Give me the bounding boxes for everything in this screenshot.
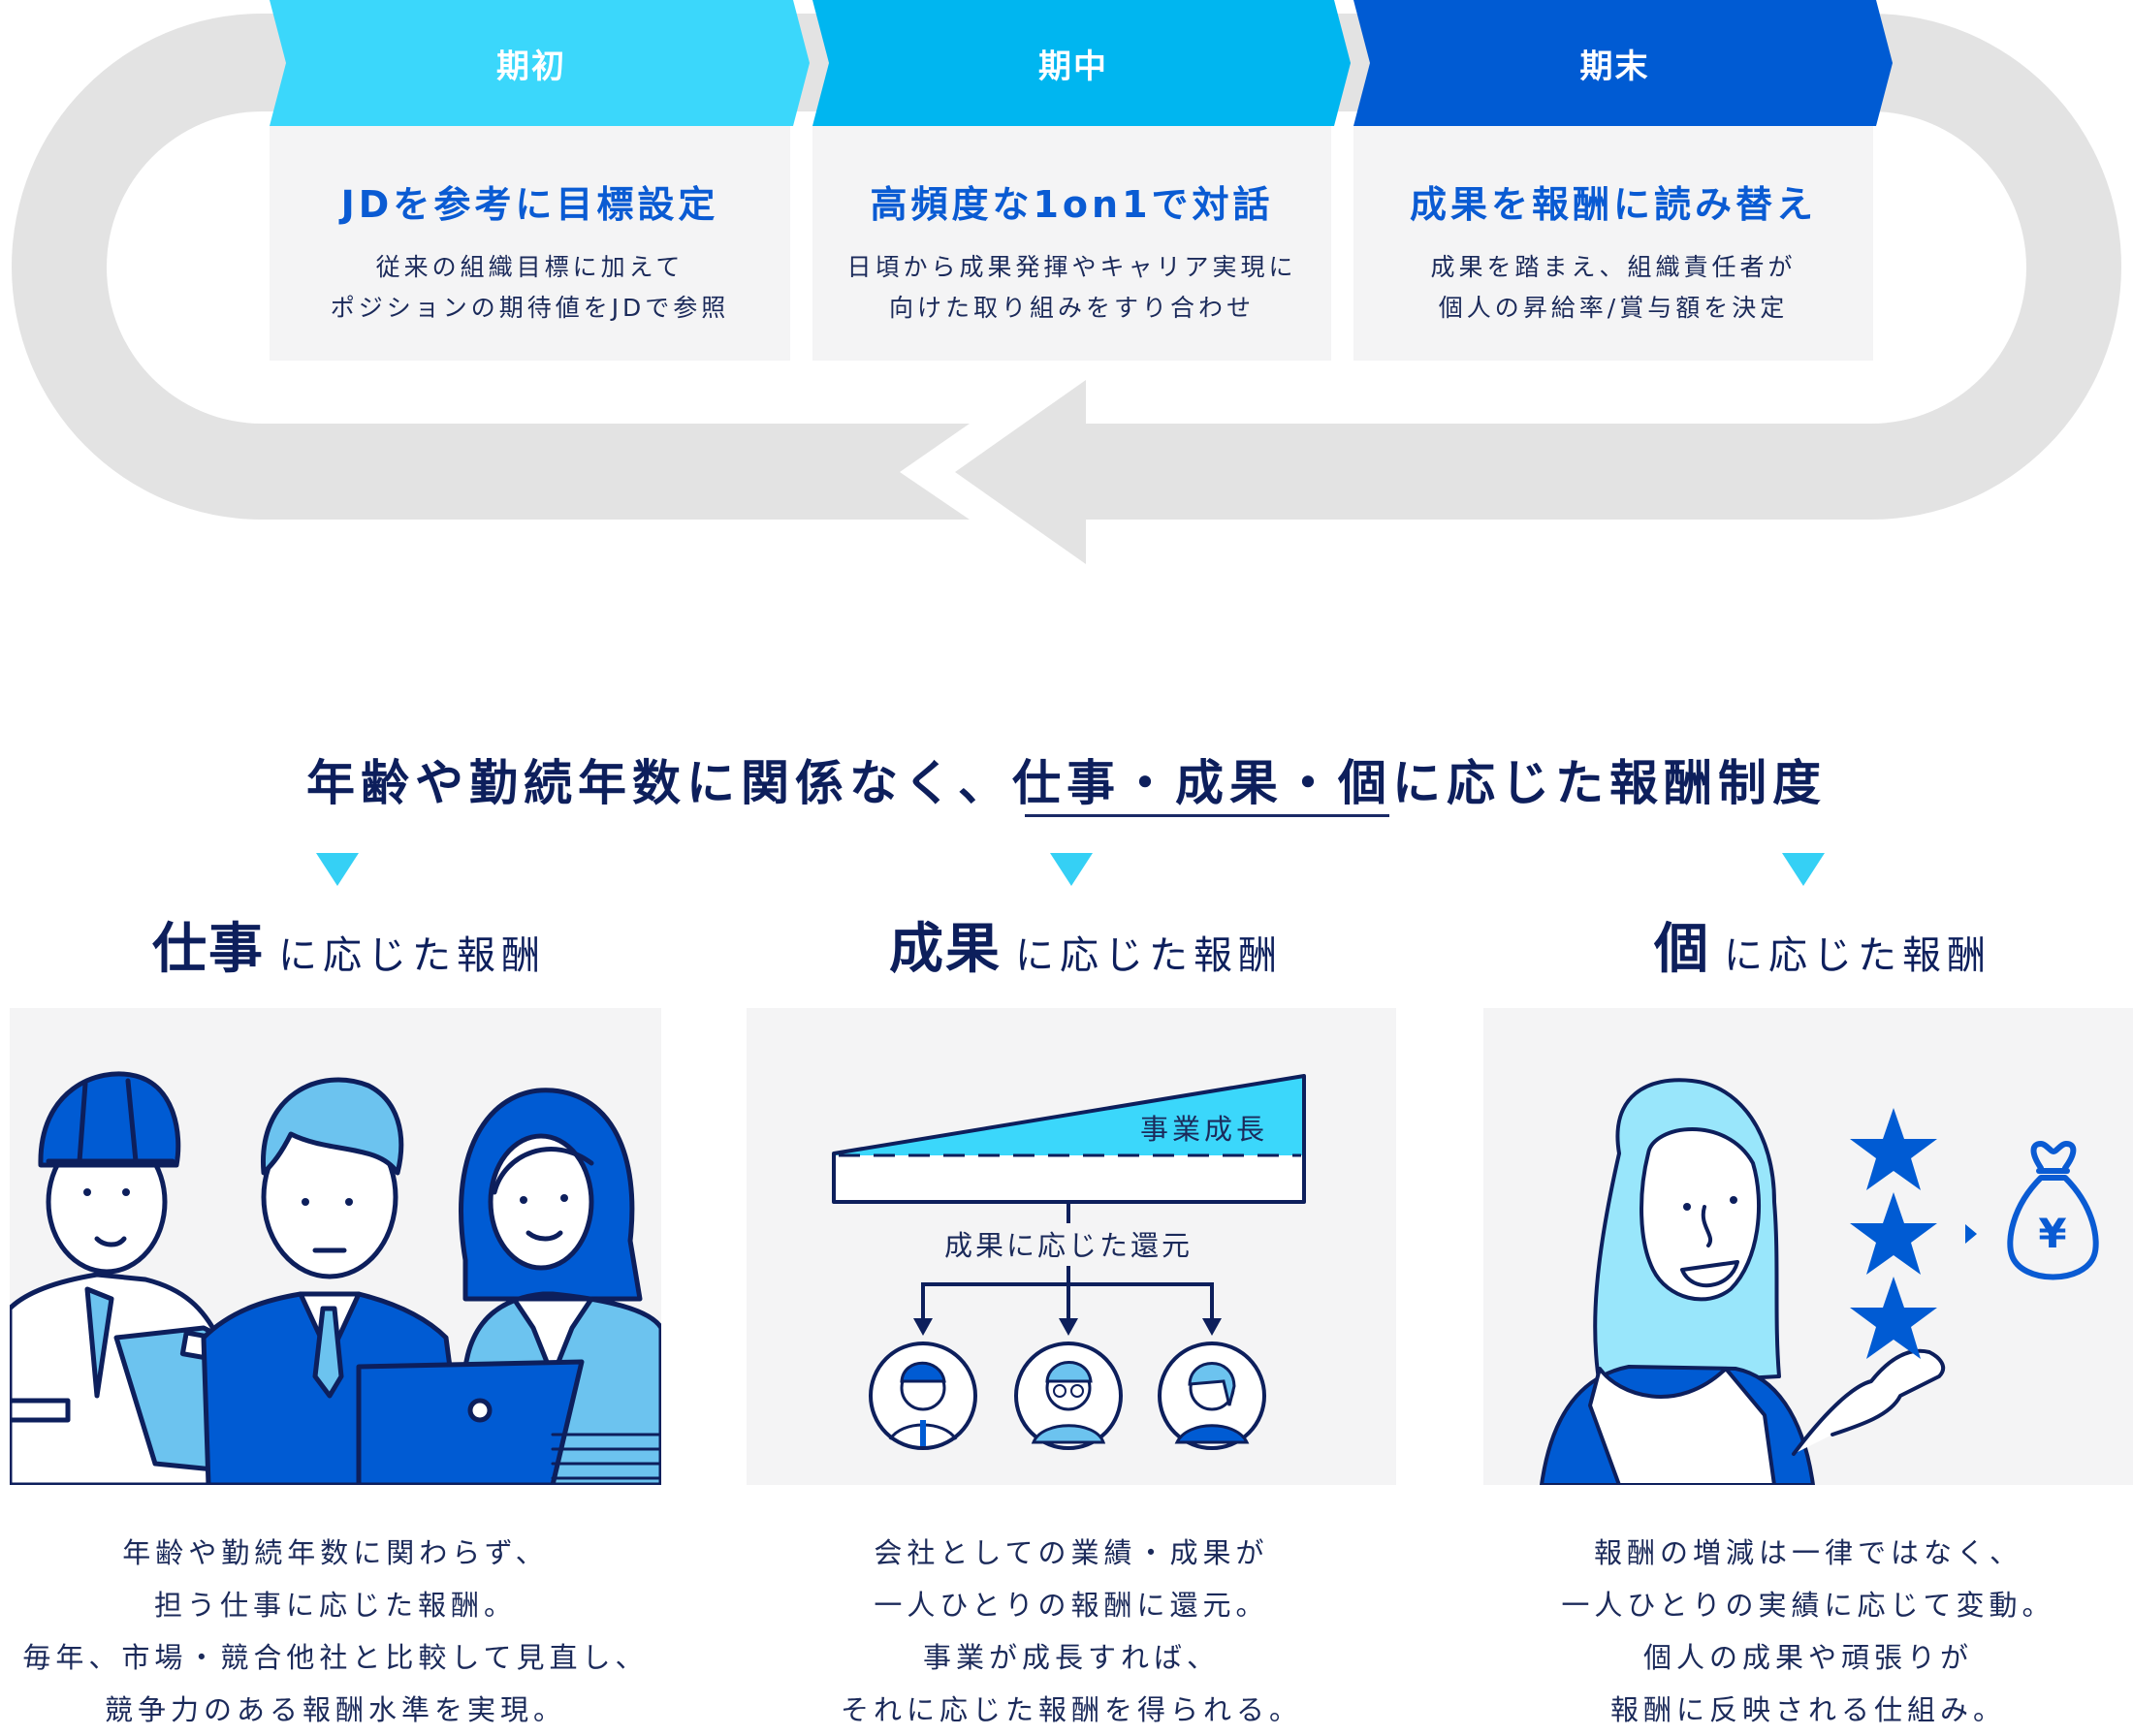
stage-description-line: 従来の組織目標に加えて <box>375 253 684 281</box>
headline-emphasis: 仕事・成果・個 <box>1012 755 1392 811</box>
star-icon <box>1850 1277 1937 1359</box>
section-title-job: 仕事 に応じた報酬 <box>10 916 688 984</box>
headline-suffix: に応じた報酬制度 <box>1392 755 1827 811</box>
body-line: 会社としての業績・成果が <box>874 1536 1269 1569</box>
businessman-figure <box>201 1077 468 1485</box>
stage-description: 成果を踏まえ、組織責任者が 個人の昇給率/賞与額を決定 <box>1353 247 1873 329</box>
body-line: 報酬に反映される仕組み。 <box>1609 1693 2006 1726</box>
section-title-strong: 仕事 <box>152 918 265 981</box>
stage-description-line: 成果を踏まえ、組織責任者が <box>1430 253 1797 281</box>
stage-description-line: 向けた取り組みをすり合わせ <box>888 294 1255 322</box>
section-body-results: 会社としての業績・成果が 一人ひとりの報酬に還元。 事業が成長すれば、 それに応… <box>747 1527 1396 1736</box>
stage-description-line: 日頃から成果発揮やキャリア実現に <box>846 253 1297 281</box>
stage-card-mid: 高頻度な1on1で対話 日頃から成果発揮やキャリア実現に 向けた取り組みをすり合… <box>812 126 1331 361</box>
headline-underline <box>1025 814 1389 817</box>
stage-description: 日頃から成果発揮やキャリア実現に 向けた取り組みをすり合わせ <box>812 247 1331 329</box>
stage-title: 高頻度な1on1で対話 <box>870 183 1274 226</box>
loop-band-shape <box>12 14 2121 564</box>
woman-stars-moneybag-illustration: ¥ <box>1540 1078 2099 1485</box>
laptop-icon <box>356 1359 585 1485</box>
stage-label-mid: 期中 <box>1038 47 1108 86</box>
body-line: 一人ひとりの実績に応じて変動。 <box>1561 1589 2055 1622</box>
return-label: 成果に応じた還元 <box>944 1229 1193 1262</box>
base-bar <box>834 1155 1304 1202</box>
arrow-right-icon <box>1965 1224 1977 1244</box>
stage-title: 成果を報酬に読み替え <box>1409 183 1817 226</box>
cycle-loop-band <box>12 14 2121 564</box>
body-line: 事業が成長すれば、 <box>922 1641 1220 1674</box>
body-line: 毎年、市場・競合他社と比較して見直し、 <box>22 1641 649 1674</box>
body-line: 個人の成果や頑張りが <box>1642 1641 1973 1674</box>
body-line: 報酬の増減は一律ではなく、 <box>1593 1536 2022 1569</box>
chevron-shape-end <box>1353 0 1893 126</box>
growth-label: 事業成長 <box>1140 1113 1268 1146</box>
chevron-row <box>270 0 1893 126</box>
body-line: 競争力のある報酬水準を実現。 <box>104 1693 566 1726</box>
star-icon <box>1850 1108 1937 1190</box>
section-title-rest: に応じた報酬 <box>278 933 546 978</box>
chevron-shape-mid <box>812 0 1351 126</box>
down-triangle-icon <box>1782 853 1825 886</box>
money-bag-icon <box>2007 1141 2099 1280</box>
stage-card-start: JDを参考に目標設定 従来の組織目標に加えて ポジションの期待値をJDで参照 <box>270 126 790 361</box>
stage-card-end: 成果を報酬に読み替え 成果を踏まえ、組織責任者が 個人の昇給率/賞与額を決定 <box>1353 126 1873 361</box>
stage-label-end: 期末 <box>1579 47 1650 86</box>
body-line: 一人ひとりの報酬に還元。 <box>874 1589 1269 1622</box>
star-icon <box>1850 1192 1937 1275</box>
construction-worker-figure <box>10 1071 303 1485</box>
section-title-strong: 成果 <box>889 918 1002 981</box>
down-triangle-icon <box>1050 853 1093 886</box>
avatar-man-tie <box>869 1341 977 1450</box>
body-line: 年齢や勤続年数に関わらず、 <box>122 1536 549 1569</box>
stage-title: JDを参考に目標設定 <box>340 183 719 226</box>
body-line: それに応じた報酬を得られる。 <box>840 1693 1302 1726</box>
panel-individual-illustration: ¥ <box>1483 1008 2133 1485</box>
panel-results-diagram: 事業成長 成果に応じた還元 <box>747 1008 1396 1485</box>
down-triangle-icon <box>316 853 359 886</box>
section-body-individual: 報酬の増減は一律ではなく、 一人ひとりの実績に応じて変動。 個人の成果や頑張りが… <box>1483 1527 2133 1736</box>
rating-stars <box>1850 1108 1937 1359</box>
section-title-rest: に応じた報酬 <box>1015 933 1283 978</box>
section-body-job: 年齢や勤続年数に関わらず、 担う仕事に応じた報酬。 毎年、市場・競合他社と比較し… <box>10 1527 661 1736</box>
section-title-results: 成果 に応じた報酬 <box>747 916 1425 984</box>
stage-label-start: 期初 <box>496 47 566 86</box>
chevron-shape-start <box>270 0 810 126</box>
section-title-rest: に応じた報酬 <box>1724 933 1991 978</box>
avatar-man-glasses <box>1014 1341 1123 1450</box>
panel-job-illustration <box>10 1008 661 1485</box>
paper-stack-icon <box>551 1433 661 1480</box>
stage-description-line: 個人の昇給率/賞与額を決定 <box>1438 294 1789 322</box>
section-title-strong: 個 <box>1654 918 1710 981</box>
section-title-individual: 個 に応じた報酬 <box>1483 916 2133 984</box>
stage-description: 従来の組織目標に加えて ポジションの期待値をJDで参照 <box>270 247 790 329</box>
three-workers-illustration <box>10 1071 661 1485</box>
business-growth-diagram: 事業成長 成果に応じた還元 <box>832 1074 1306 1450</box>
stage-description-line: ポジションの期待値をJDで参照 <box>330 294 730 322</box>
headline-prefix: 年齢や勤続年数に関係なく、 <box>306 755 1012 811</box>
yen-symbol: ¥ <box>2038 1210 2066 1257</box>
avatar-woman <box>1158 1341 1266 1450</box>
body-line: 担う仕事に応じた報酬。 <box>153 1589 517 1622</box>
page-headline: 年齢や勤続年数に関係なく、仕事・成果・個に応じた報酬制度 <box>0 744 2133 814</box>
